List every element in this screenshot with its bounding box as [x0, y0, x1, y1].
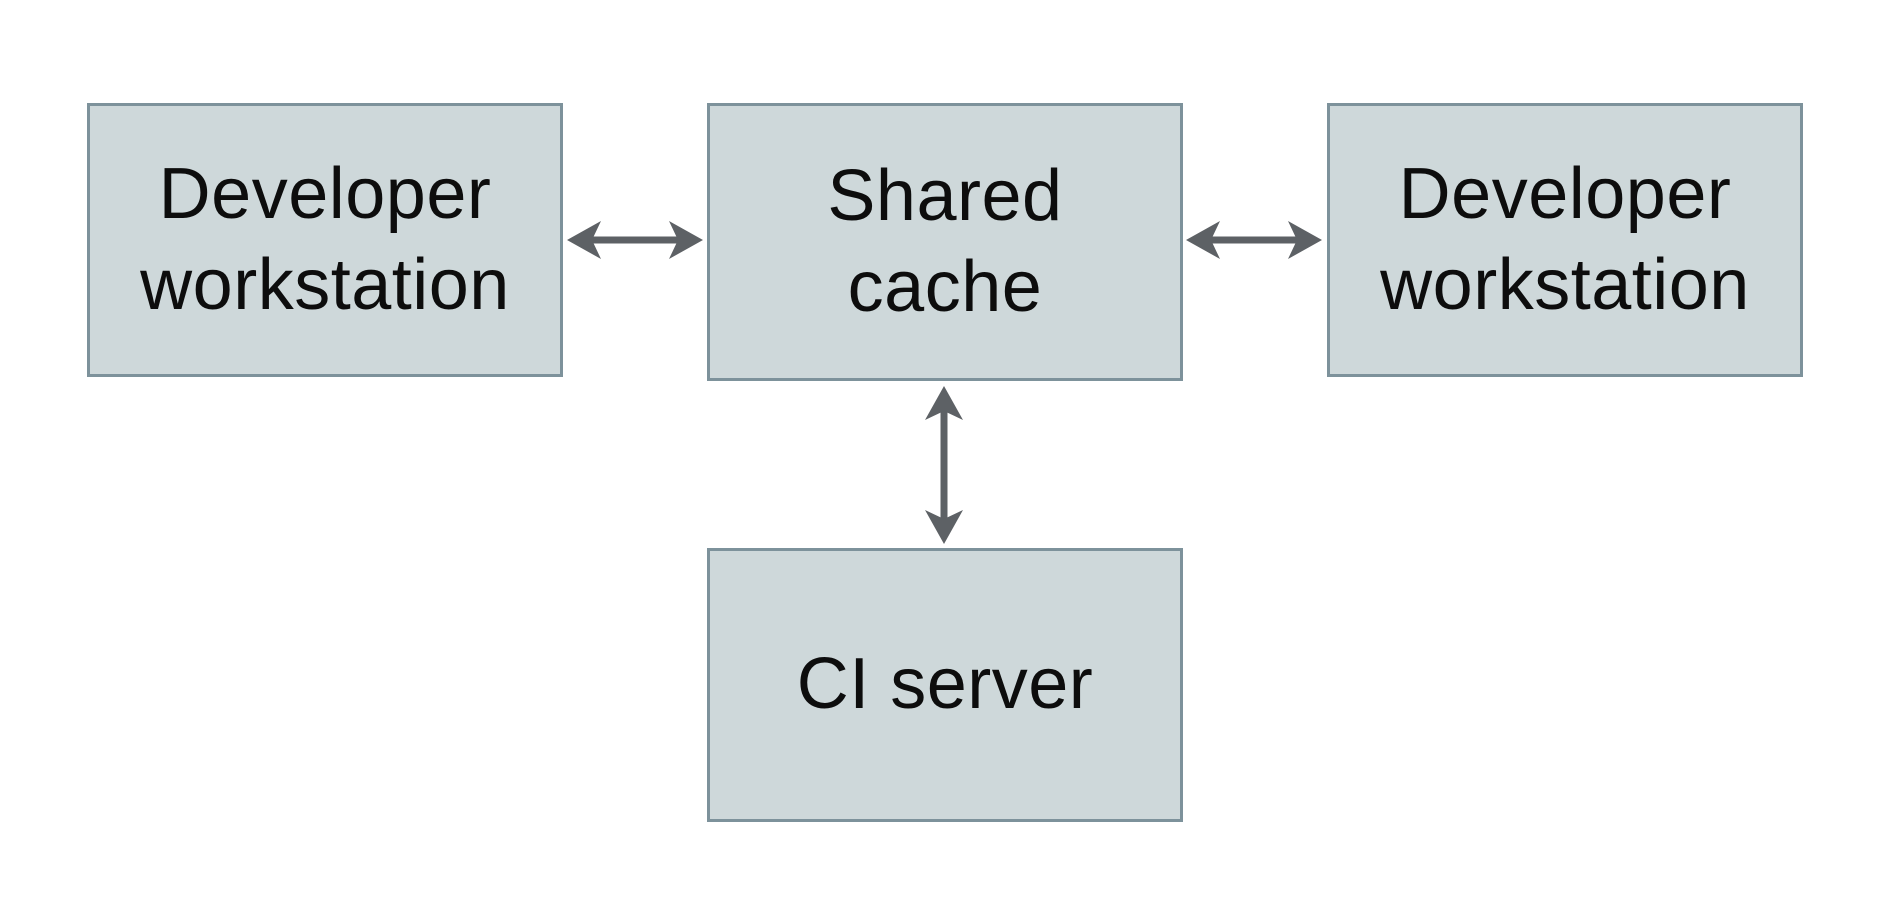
edge-shared-cache-ci-server [925, 386, 963, 544]
node-developer-workstation-left: Developer workstation [87, 103, 563, 377]
node-ci-server: CI server [707, 548, 1183, 822]
edge-dev-left-shared-cache [567, 221, 703, 259]
node-label: Shared cache [827, 155, 1063, 327]
node-developer-workstation-right: Developer workstation [1327, 103, 1803, 377]
edge-shared-cache-dev-right [1186, 221, 1322, 259]
node-label: Developer workstation [1380, 153, 1750, 325]
node-label: CI server [796, 644, 1094, 725]
node-label: Developer workstation [140, 153, 510, 325]
node-shared-cache: Shared cache [707, 103, 1183, 381]
